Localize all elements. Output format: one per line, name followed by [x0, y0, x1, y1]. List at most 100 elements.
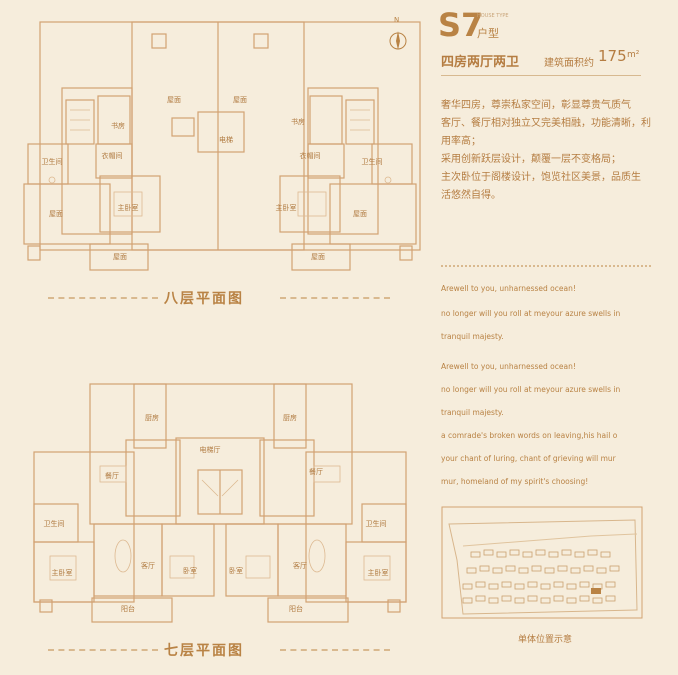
site-building: [574, 551, 585, 558]
site-plan-map: [441, 506, 643, 619]
area-value: 175: [598, 47, 627, 65]
site-building: [553, 581, 564, 588]
poem-line: mur, homeland of my spirit's choosing!: [441, 477, 589, 486]
room-label: 衣帽间: [299, 152, 321, 160]
site-plan-caption: 单体位置示意: [518, 635, 573, 645]
site-building: [579, 595, 590, 602]
room-label: 书房: [291, 118, 305, 126]
room-label: 衣帽间: [101, 152, 123, 160]
site-building: [548, 551, 559, 558]
divider: [48, 297, 158, 299]
site-building: [566, 597, 577, 604]
unit-location-marker: [591, 588, 601, 594]
area-label: 建筑面积约: [544, 58, 594, 69]
description-line: 奢华四房，尊崇私家空间，彰显尊贵气质气: [441, 100, 631, 111]
poem-line: tranquil majesty.: [441, 332, 504, 341]
site-building: [553, 595, 564, 602]
site-building: [475, 581, 486, 588]
site-building: [496, 551, 507, 558]
room-label: 卧室: [183, 567, 197, 575]
poem-line: no longer will you roll at meyour azure …: [441, 385, 621, 394]
layout-name: 四房两厅两卫: [441, 55, 520, 70]
room-label: 卧室: [229, 567, 243, 575]
site-building: [514, 583, 525, 590]
site-building: [544, 567, 555, 574]
site-building: [605, 595, 616, 602]
site-building: [596, 567, 607, 574]
compass-icon: [389, 31, 407, 50]
site-building: [522, 551, 533, 558]
divider: [280, 297, 390, 299]
north-label: N: [394, 16, 400, 24]
room-label: 主卧室: [275, 204, 297, 212]
site-building: [514, 597, 525, 604]
site-building: [501, 581, 512, 588]
room-label: 屋面: [113, 253, 127, 261]
floor8-title: 八层平面图: [164, 291, 244, 307]
room-label: 阳台: [121, 605, 135, 613]
room-label: 卫生间: [365, 520, 387, 528]
room-label: 阳台: [289, 605, 303, 613]
description: 奢华四房，尊崇私家空间，彰显尊贵气质气 客厅、餐厅相对独立又完美相融，功能清晰，…: [441, 97, 656, 205]
site-building: [479, 565, 490, 572]
site-building: [540, 597, 551, 604]
dotted-divider: [441, 265, 651, 267]
poem-line: no longer will you roll at meyour azure …: [441, 309, 621, 318]
site-building: [535, 549, 546, 556]
site-building: [483, 549, 494, 556]
floor-plans-drawing: [23, 21, 421, 623]
site-building: [462, 597, 473, 604]
site-building: [509, 549, 520, 556]
room-label: 电梯厅: [199, 446, 221, 454]
room-label: 主卧室: [367, 569, 389, 577]
site-building: [600, 551, 611, 558]
poem-line: Arewell to you, unharnessed ocean!: [441, 362, 576, 371]
poem-line: your chant of luring, chant of grieving …: [441, 454, 616, 463]
description-line: 活悠然自得。: [441, 190, 501, 201]
poem-line: Arewell to you, unharnessed ocean!: [441, 284, 576, 293]
site-building: [527, 595, 538, 602]
room-label: 卫生间: [43, 520, 65, 528]
site-building: [592, 597, 603, 604]
compass: N: [389, 16, 407, 52]
site-building: [583, 565, 594, 572]
area-unit: m²: [627, 50, 640, 60]
site-building: [505, 565, 516, 572]
room-label: 屋面: [233, 96, 247, 104]
floor7-outline: [33, 383, 407, 623]
site-building: [609, 565, 620, 572]
site-building: [492, 567, 503, 574]
site-building: [605, 581, 616, 588]
header-divider: [441, 75, 641, 76]
room-label: 电梯: [219, 136, 233, 144]
site-building: [587, 549, 598, 556]
site-building: [462, 583, 473, 590]
floor8-outline: [23, 21, 421, 271]
room-label: 屋面: [353, 210, 367, 218]
unit-type-en: HOUSE TYPE: [477, 13, 509, 19]
room-label: 厨房: [145, 414, 159, 422]
poem-line: tranquil majesty.: [441, 408, 504, 417]
site-building: [566, 583, 577, 590]
room-label: 餐厅: [105, 472, 119, 480]
site-building: [501, 595, 512, 602]
room-label: 主卧室: [117, 204, 139, 212]
unit-code: S7: [438, 6, 484, 44]
site-building: [466, 567, 477, 574]
site-building: [579, 581, 590, 588]
site-building: [531, 565, 542, 572]
site-building: [527, 581, 538, 588]
description-line: 用率高；: [441, 136, 481, 147]
site-building: [570, 567, 581, 574]
divider: [48, 649, 158, 651]
room-label: 卫生间: [41, 158, 63, 166]
site-building: [540, 583, 551, 590]
room-label: 客厅: [141, 562, 155, 570]
room-label: 客厅: [293, 562, 307, 570]
description-line: 采用创新跃层设计，颠覆一层不变格局；: [441, 154, 621, 165]
room-label: 主卧室: [51, 569, 73, 577]
description-line: 客厅、餐厅相对独立又完美相融，功能清晰，利: [441, 118, 651, 129]
room-label: 卫生间: [361, 158, 383, 166]
room-label: 屋面: [167, 96, 181, 104]
site-building: [518, 567, 529, 574]
